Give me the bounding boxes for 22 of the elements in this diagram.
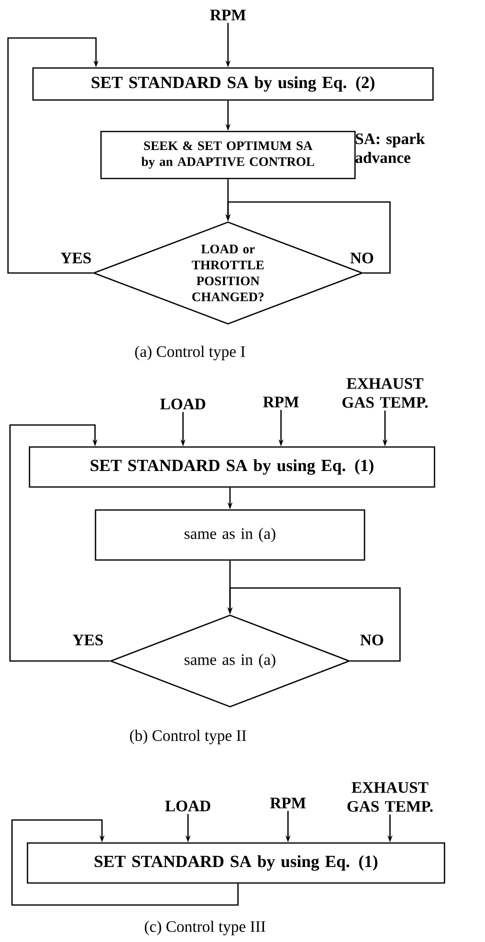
note-text: SA: spark advance	[356, 132, 425, 164]
arrow	[9, 424, 110, 662]
input-label: LOAD	[165, 800, 210, 812]
input-label: RPM	[270, 798, 306, 808]
edge-label: NO	[359, 634, 385, 646]
caption: (a) Control type I	[135, 346, 245, 360]
process-box: SEEK & SET OPTIMUM SA by an ADAPTIVE CONTROL	[100, 130, 356, 180]
edge-label: YES	[60, 252, 92, 264]
process-box: SET STANDARD SA by using Eq. (2)	[32, 67, 434, 101]
caption: (c) Control type III	[144, 920, 266, 936]
caption: (b) Control type II	[130, 730, 246, 744]
input-label: RPM	[263, 396, 299, 408]
input-label: EXHAUST GAS TEMP.	[342, 378, 428, 408]
input-label: EXHAUST GAS TEMP.	[347, 782, 433, 812]
input-label: RPM	[210, 10, 246, 20]
input-label: LOAD	[160, 398, 206, 410]
process-box: SET STANDARD SA by using Eq. (1)	[26, 842, 446, 884]
arrow	[7, 37, 99, 274]
process-box: same as in (a)	[94, 509, 366, 561]
arrow	[11, 819, 239, 906]
edge-label: YES	[72, 634, 104, 646]
process-box: SET STANDARD SA by using Eq. (1)	[28, 446, 436, 488]
